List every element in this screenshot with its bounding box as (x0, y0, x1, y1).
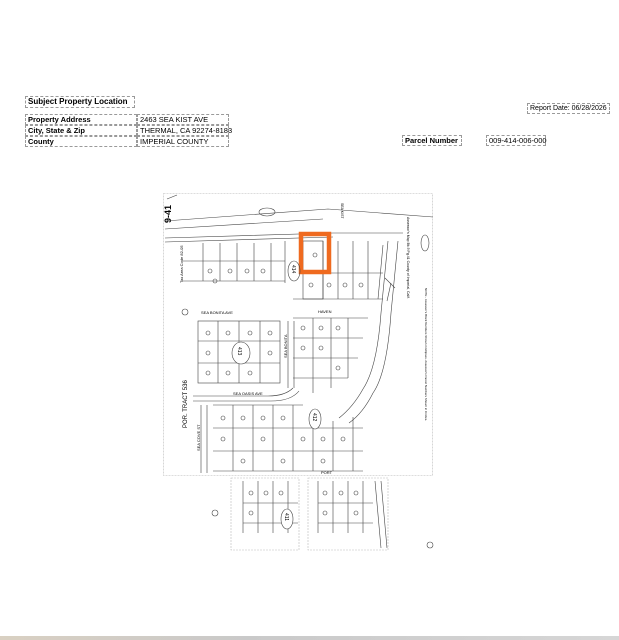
top-boundary (164, 208, 434, 222)
parcel-map: 9-41 Tax Area Code 82-05 SEA KIST 414 As… (163, 193, 434, 551)
sea-bonita-street (287, 321, 295, 388)
map-border (163, 193, 433, 476)
lot-grid-right-middle (293, 317, 368, 393)
avenue-line (164, 232, 403, 239)
avenue-line-2 (164, 236, 334, 243)
city-value: THERMAL, CA 92274-8183 (137, 125, 232, 136)
road-ellipse (258, 207, 276, 217)
county-value: IMPERIAL COUNTY (137, 136, 229, 147)
property-address-label: Property Address (25, 114, 137, 125)
street-sea-cove: SEA COVE ST (196, 424, 201, 451)
street-haven: HAVEN (318, 309, 332, 314)
bottom-strip (0, 636, 619, 640)
book-413-ellipse (231, 341, 251, 365)
curved-road-east-2 (348, 240, 399, 424)
subject-parcel-highlight (298, 231, 332, 275)
report-title: Subject Property Location (25, 96, 135, 108)
lot-grid-top (183, 240, 384, 300)
tract-label: POR. TRACT 536 (183, 380, 189, 428)
subject-parcel-circle (312, 252, 318, 258)
book-412-ellipse (308, 408, 322, 430)
lot-grid-412 (213, 404, 363, 472)
legal-note: NOTE - Assessor's Block Numbers Shown in… (424, 288, 428, 421)
street-sea-kist: SEA KIST (340, 203, 344, 219)
book-411-ellipse (280, 508, 294, 530)
parcel-number-label: Parcel Number (402, 135, 462, 146)
map-id: 9-41 (163, 205, 173, 223)
corner-marker-left (211, 509, 219, 517)
book-411: 411 (283, 513, 289, 521)
map-id-slash (166, 194, 178, 200)
parcel-map-svg: 9-41 Tax Area Code 82-05 SEA KIST 414 As… (163, 193, 434, 551)
parcel-number-value: 009-414-006-000 (486, 135, 547, 146)
street-sea-bonita-top: SEA BONITA AVE (201, 310, 233, 315)
tax-area-code: Tax Area Code 82-05 (179, 245, 184, 283)
book-414-ellipse (287, 260, 301, 282)
city-label: City, State & Zip (25, 125, 137, 136)
assessor-note: Assessor's Map Bk.9 Pg.41 County of Impe… (406, 217, 410, 299)
sea-cove-street (200, 405, 208, 473)
report-date: Report Date: 06/28/2026 (527, 103, 610, 114)
block-marker (181, 308, 189, 316)
curved-road-east (338, 240, 389, 419)
street-sea-oasis: SEA OASIS AVE (233, 391, 263, 396)
right-ellipse (420, 234, 430, 252)
road-marks (384, 277, 396, 302)
book-413: 413 (236, 347, 242, 356)
book-412: 412 (311, 413, 317, 422)
county-label: County (25, 136, 137, 147)
street-sea-bonita: SEA BONITA (283, 334, 288, 358)
lot-grid-411 (230, 477, 389, 551)
book-414: 414 (290, 265, 296, 274)
property-address-value: 2463 SEA KIST AVE (137, 114, 229, 125)
street-port: PORT (321, 470, 333, 475)
sea-oasis-ave (193, 387, 300, 402)
corner-marker-right (426, 541, 434, 549)
top-boundary-2 (164, 218, 324, 230)
